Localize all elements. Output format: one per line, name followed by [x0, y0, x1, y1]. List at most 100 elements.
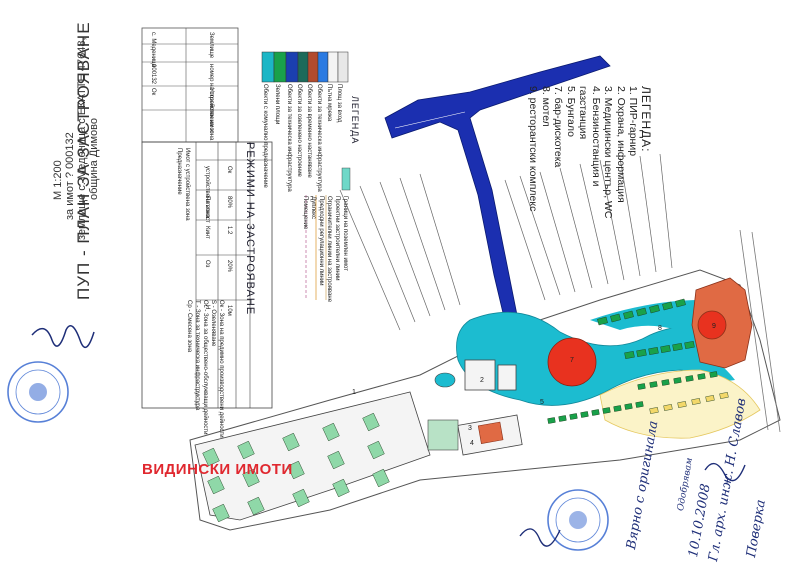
regimes-note-0: Имот с устройствена зона [184, 148, 190, 221]
info-building [434, 359, 517, 391]
legend-right-item: 2. Охрана, информация [615, 86, 627, 203]
legend-right-item: 4. Бензиностанция и газстанция [577, 86, 603, 187]
bungalow [602, 407, 611, 414]
right-key-1: S - Озеленяване [210, 300, 216, 347]
plaza-bungalow [691, 398, 701, 405]
access-road [384, 55, 611, 335]
regimes-row-3: 20% [226, 260, 232, 273]
legend-left-item-10: Ограничителни линии на застрояване [326, 196, 332, 303]
legend-right-item: 3. Медицински център, WC [602, 86, 615, 219]
regimes-header-2: Кинт [204, 226, 210, 239]
stamp-left [7, 361, 69, 423]
legend-left-item-3: Обекти за озеленено настроение [296, 84, 302, 177]
bungalow [660, 345, 671, 353]
bungalow [649, 304, 660, 314]
bungalow [597, 316, 608, 326]
parking-area [194, 391, 431, 521]
bungalow [636, 307, 647, 317]
bungalow [624, 351, 635, 359]
right-key-3: Т - Зона за техническа инфраструктура [194, 300, 200, 411]
regimes-row-2: 1.2 [226, 226, 232, 235]
plaza-bungalow [705, 395, 715, 402]
bungalows-lower [547, 371, 718, 424]
bungalow [591, 409, 600, 416]
legend-left-item-11: Предходни регулационни линии [318, 196, 324, 286]
regimes-row-0: Ок [226, 166, 232, 174]
regimes-header-1: Плътност [204, 196, 210, 223]
restaurant-complex [691, 277, 753, 369]
parking-tree [367, 440, 385, 460]
parking-tree [362, 412, 380, 432]
legend-right-item: 7. бар-дискотека [552, 86, 565, 168]
legend-left-item-6: Пътна мрежа [326, 84, 332, 122]
legend-right: ЛЕГЕНДА: 1. ПИР-гарнир 2. Охрана, информ… [527, 86, 654, 234]
legend-right-title: ЛЕГЕНДА: [639, 86, 653, 153]
plaza-bungalow [663, 404, 673, 411]
sheet-plot: за имот ? 000132 [64, 132, 76, 220]
bungalow [547, 417, 556, 424]
right-key-2: Ос - Зона за обществено-обслужващи дейно… [202, 300, 208, 435]
bungalow [637, 383, 646, 390]
bungalow [673, 377, 682, 384]
legend-left-item-13: Помещение [302, 196, 308, 230]
bungalows-motel [597, 298, 695, 359]
regimes-table [141, 141, 273, 409]
legend-left-item-1: Обекти за техническа инфраструктура [286, 84, 292, 192]
bungalow [709, 371, 718, 378]
bungalow [672, 343, 683, 351]
sheet-municipality: община Димово [88, 118, 100, 200]
info-row-4: Устройствена зона [208, 88, 214, 141]
right-key-4: Ср - Смесена зона [186, 300, 192, 353]
bungalow [697, 373, 706, 380]
gas-station [427, 414, 523, 456]
bungalow [649, 381, 658, 388]
regimes-row-1: 80% [226, 196, 232, 209]
legend-swatches [261, 51, 351, 300]
label-8: 8 [658, 325, 662, 332]
bungalow [610, 313, 621, 323]
legend-right-item: 1. ПИР-гарнир [627, 86, 640, 157]
legend-left-title: ЛЕГЕНДА [350, 96, 360, 145]
label-7: 7 [570, 357, 574, 364]
info-row-5: Ок [150, 88, 156, 96]
parking-tree [207, 475, 225, 495]
legend-left-item-2: Зелени площи [274, 84, 280, 125]
sheet-land: землище с. Меденица с ЕКАТТЕ 47648, [76, 37, 88, 240]
regimes-header-3: Оз [204, 260, 210, 268]
disco-circle [547, 337, 597, 387]
legend-left-item-4: Обекти за временно настаняване [306, 84, 312, 178]
label-3: 3 [468, 425, 472, 432]
parking-tree [332, 478, 350, 498]
signature-right [519, 462, 746, 547]
parking-lines [339, 153, 673, 331]
label-1: 1 [352, 389, 356, 396]
legend-left-item-12: Дуплекс [310, 196, 316, 219]
map-labels: 1 2 3 4 5 7 8 9 [352, 323, 716, 447]
legend-right-item: 9. ресторантски комплекс [527, 86, 540, 212]
signature-left [31, 325, 95, 349]
parking-tree [237, 440, 255, 460]
bungalow [569, 413, 578, 420]
regimes-note-1: Предназначение [176, 148, 182, 195]
info-row-1: Землище [208, 32, 214, 59]
plaza-bungalow [649, 407, 659, 414]
parking-tree [292, 488, 310, 508]
parking-tree [372, 468, 390, 488]
parking-tree [242, 468, 260, 488]
bungalow [685, 375, 694, 382]
legend-left-item-9: Проектни застроителни линии [334, 196, 340, 281]
legend-left-item-8: Граници на поземлен имот [342, 196, 348, 271]
parking-greenery [202, 412, 390, 523]
bungalow [580, 411, 589, 418]
legend-right-item: 8. мотел [540, 86, 552, 127]
legend-left-item-5: Обекти за техническа инфраструктура [316, 84, 322, 192]
label-9: 9 [712, 323, 716, 330]
parking-tree [287, 460, 305, 480]
bungalow [661, 379, 670, 386]
parking-tree [212, 503, 230, 523]
bungalows-plaza [649, 392, 729, 414]
plaza-bungalow [677, 401, 687, 408]
parking-tree [282, 432, 300, 452]
bungalow [613, 405, 622, 412]
